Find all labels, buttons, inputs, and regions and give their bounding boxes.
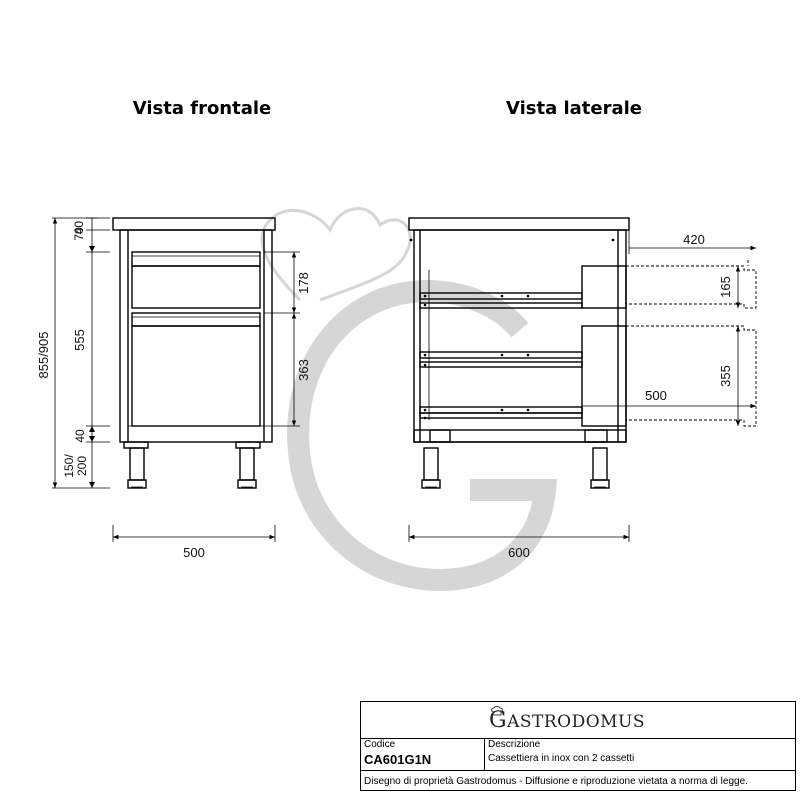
description-label: Descrizione: [488, 739, 541, 750]
dim-front-legs-a: 150/: [62, 454, 76, 478]
dim-side-width: 600: [508, 545, 530, 560]
code-cell: Codice CA601G1N: [361, 738, 485, 770]
dim-front-legs-b: 200: [75, 456, 89, 476]
dim-front-top-40: 40: [72, 221, 86, 235]
dim-front-178: 178: [296, 272, 311, 294]
description-value: Cassettiera in inox con 2 cassetti: [488, 753, 635, 764]
side-view: [408, 217, 757, 542]
title-block: GASTRODOMUS Codice CA601G1N Descrizione …: [360, 701, 796, 791]
front-view-title: Vista frontale: [133, 98, 272, 119]
dim-front-363: 363: [296, 359, 311, 381]
copyright-footer: Disegno di proprietà Gastrodomus - Diffu…: [364, 776, 748, 787]
dim-front-width: 500: [183, 545, 205, 560]
dim-front-bottom-40: 40: [73, 429, 87, 443]
title-block-info-row: Codice CA601G1N Descrizione Cassettiera …: [361, 738, 795, 771]
chef-hat-icon: [491, 706, 503, 716]
side-view-title: Vista laterale: [506, 98, 642, 119]
description-cell: Descrizione Cassettiera in inox con 2 ca…: [485, 738, 795, 770]
dim-side-420: 420: [683, 232, 705, 247]
dim-front-total: 855/905: [36, 332, 51, 379]
watermark-logo: [260, 207, 558, 592]
front-view: [52, 217, 300, 542]
code-value: CA601G1N: [364, 752, 432, 767]
code-label: Codice: [364, 739, 396, 750]
brand-logo: GASTRODOMUS: [489, 708, 646, 733]
title-block-logo-row: GASTRODOMUS: [361, 702, 795, 739]
dim-front-555: 555: [72, 329, 87, 351]
dim-side-500: 500: [645, 388, 667, 403]
dim-side-165: 165: [718, 276, 733, 298]
dim-front-70: 70: [72, 227, 86, 241]
dim-side-355: 355: [718, 365, 733, 387]
